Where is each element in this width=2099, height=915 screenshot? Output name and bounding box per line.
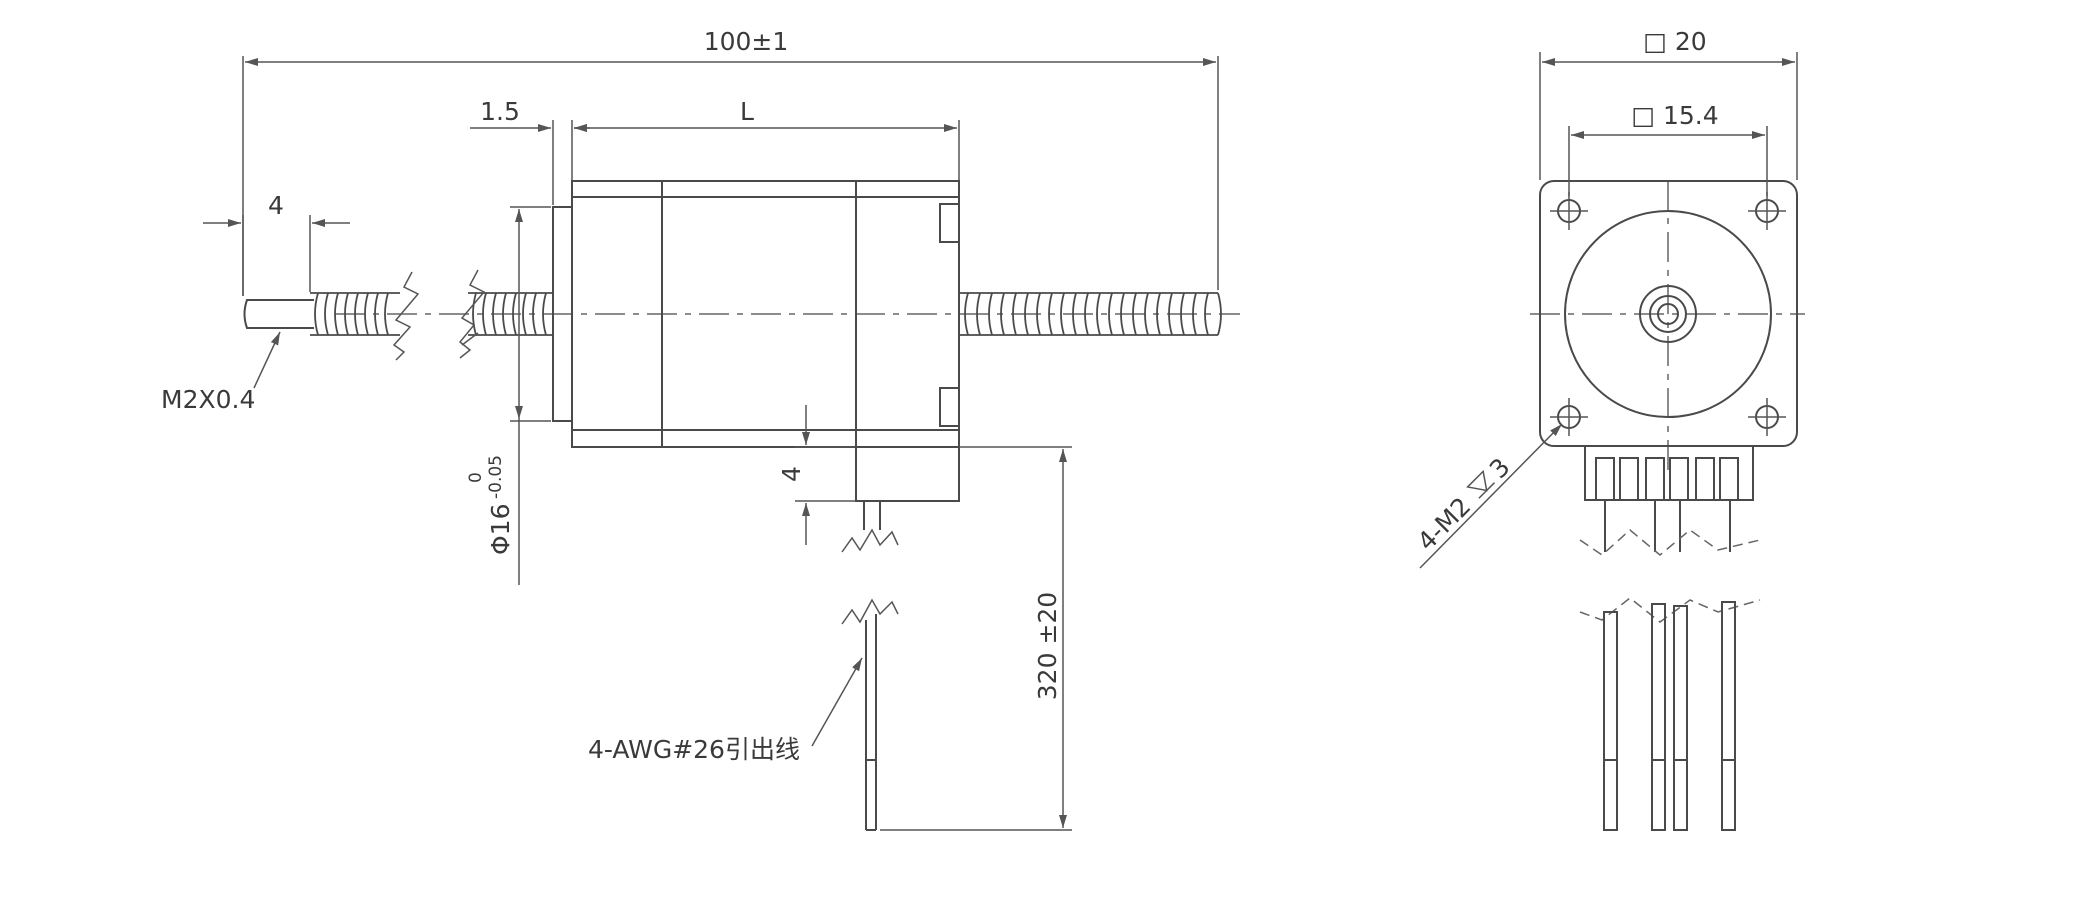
shaft-icon xyxy=(1657,303,1679,325)
front-lead-screw xyxy=(458,269,553,359)
dim-overall-length: 100±1 xyxy=(242,27,1219,296)
pilot-tol-upper: 0 xyxy=(466,472,486,483)
end-view-boss xyxy=(1564,210,1772,418)
dim-hole-spacing: □ 15.4 xyxy=(1568,101,1768,196)
tip-thread-leader: M2X0.4 xyxy=(161,331,281,414)
dim-lead-length: 320 ±20 xyxy=(880,446,1072,831)
dim-flange-thickness: 1.5 xyxy=(470,97,590,205)
pilot-tol-lower: -0.05 xyxy=(486,455,506,499)
dim-pilot-diameter: Φ16 0 -0.05 xyxy=(466,206,551,585)
hole-depth-label: 3 xyxy=(1484,452,1516,484)
flange-thickness-label: 1.5 xyxy=(480,97,520,126)
pilot-diameter-label: Φ16 xyxy=(486,504,515,556)
side-view: 100±1 1.5 L 4 M2X0.4 xyxy=(161,27,1240,831)
rear-lead-screw xyxy=(959,292,1222,336)
motor-body xyxy=(552,180,960,530)
depth-symbol-icon xyxy=(1466,469,1495,499)
lead-wire xyxy=(841,528,899,831)
lead-length-label: 320 ±20 xyxy=(1033,592,1062,700)
dim-frame-size: □ 20 xyxy=(1539,27,1798,180)
body-length-label: L xyxy=(740,97,754,126)
dim-lead-offset: 4 xyxy=(777,405,855,545)
lead-wire-label: 4-AWG#26引出线 xyxy=(588,735,800,764)
dim-body-length: L xyxy=(574,97,960,180)
end-view-wires xyxy=(1579,597,1761,831)
overall-length-label: 100±1 xyxy=(704,27,789,56)
screw-tip xyxy=(243,271,420,361)
lead-offset-label: 4 xyxy=(777,466,806,482)
hole-spacing-label: □ 15.4 xyxy=(1631,101,1718,130)
mounting-hole-leader: 4-M2 3 xyxy=(1412,423,1563,569)
end-view-connector xyxy=(1579,445,1761,556)
tip-length-label: 4 xyxy=(268,191,284,220)
tip-thread-label: M2X0.4 xyxy=(161,385,255,414)
frame-size-label: □ 20 xyxy=(1643,27,1706,56)
dim-tip-length: 4 xyxy=(203,191,350,296)
lead-wire-leader: 4-AWG#26引出线 xyxy=(588,657,863,764)
mounting-hole-label: 4-M2 xyxy=(1412,492,1477,557)
mounting-holes xyxy=(1550,192,1786,436)
end-view: □ 20 □ 15.4 4-M2 3 xyxy=(1412,27,1805,831)
